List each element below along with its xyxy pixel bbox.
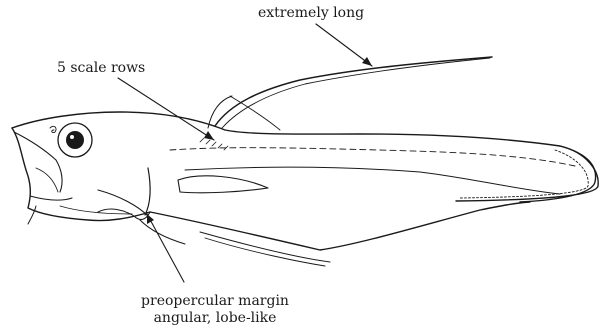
eye-highlight (70, 135, 74, 139)
nostril (50, 126, 56, 132)
label-preopercular-line1: preopercular margin (0, 293, 430, 310)
pelvic-fin (140, 220, 185, 244)
mouth-gape (36, 168, 58, 192)
preopercle (98, 190, 148, 216)
upper-jaw (14, 132, 62, 192)
pectoral-fin (178, 176, 268, 193)
arrow-extremely-long (316, 24, 372, 66)
arrow-scale-rows (118, 78, 214, 140)
dorsal-contour (12, 112, 596, 202)
label-preopercular-line2: angular, lobe-like (0, 310, 430, 327)
arrowhead-extremely-long (362, 57, 372, 66)
lateral-line (170, 148, 575, 166)
label-preopercular-margin: preopercular margin angular, lobe-like (0, 293, 430, 327)
dorsal-fin-base (230, 96, 280, 130)
opercle (145, 168, 150, 215)
arrowhead-scale-rows (204, 131, 214, 140)
anal-fin (200, 232, 330, 262)
label-extremely-long: extremely long (258, 5, 364, 22)
label-scale-rows: 5 scale rows (57, 60, 145, 77)
arrowhead-preopercle (147, 214, 154, 224)
dorsal-fin-ray-inner (222, 58, 490, 128)
anal-fin-edge (205, 238, 325, 266)
ventral-contour (150, 202, 530, 250)
tail-filament-inner (460, 150, 588, 198)
eye-pupil (66, 131, 84, 149)
arrow-preopercle (147, 214, 184, 282)
lower-jaw (30, 196, 72, 200)
tail-filament (456, 146, 598, 201)
mid-body-line (185, 167, 560, 194)
dorsal-fin-ray (215, 57, 492, 126)
